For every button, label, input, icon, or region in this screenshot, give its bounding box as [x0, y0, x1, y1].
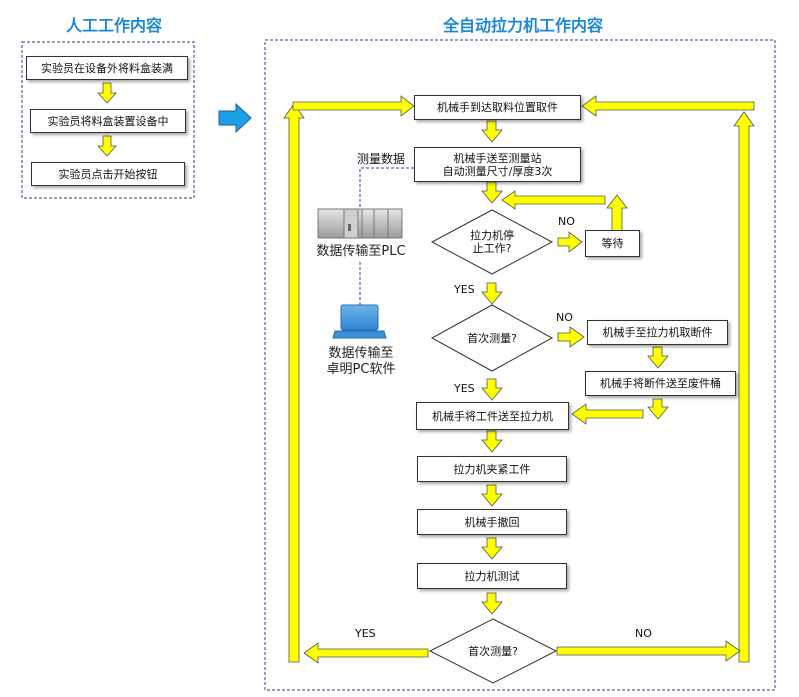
step-retract: 机械手撤回 — [417, 509, 567, 535]
branch-yes-2: YES — [454, 382, 475, 395]
step-wait: 等待 — [585, 230, 640, 257]
to-plc-label: 数据传输至PLC — [316, 244, 406, 259]
step-to-bin: 机械手将断件送至废件桶 — [585, 371, 736, 396]
auto-title: 全自动拉力机工作内容 — [443, 16, 604, 35]
manual-title: 人工工作内容 — [66, 16, 163, 35]
decision-diamond-stopped — [430, 209, 554, 275]
manual-step-start: 实验员点击开始按钮 — [31, 162, 185, 186]
measure-data-label: 测量数据 — [357, 152, 406, 166]
branch-no-1: NO — [558, 215, 575, 228]
step-clamp: 拉力机夹紧工件 — [417, 456, 567, 482]
step-measure: 机械手送至测量站 自动测量尺寸/厚度3次 — [414, 147, 581, 182]
data-link-line — [359, 167, 414, 207]
decision-first-2-label: 首次测量? — [468, 645, 518, 658]
auto-frame — [264, 39, 776, 691]
branch-yes-1: YES — [454, 283, 475, 296]
branch-no-2: NO — [556, 311, 573, 324]
decision-first-1-label: 首次测量? — [467, 332, 517, 345]
blue-right-arrow-icon — [218, 102, 252, 134]
manual-step-load-box: 实验员将料盒装置设备中 — [30, 109, 186, 133]
branch-yes-3: YES — [355, 627, 376, 640]
to-pc-label: 数据传输至 卓明PC软件 — [326, 346, 396, 377]
yellow-connectors — [97, 82, 755, 664]
decision-diamond-first-1 — [430, 304, 554, 372]
step-to-tester: 机械手将工件送至拉力机 — [416, 402, 569, 430]
step-test: 拉力机测试 — [417, 563, 567, 589]
step-fetch: 机械手到达取料位置取件 — [414, 95, 581, 120]
branch-no-3: NO — [635, 627, 652, 640]
manual-step-fill-box: 实验员在设备外将料盒装满 — [26, 56, 188, 80]
decision-diamond-first-2 — [428, 618, 558, 684]
laptop-icon — [332, 304, 387, 339]
plc-icon — [317, 208, 403, 239]
manual-frame — [21, 41, 195, 199]
step-fetch-broken: 机械手至拉力机取断件 — [587, 320, 728, 345]
decision-stopped-label: 拉力机停 止工作? — [470, 229, 514, 255]
